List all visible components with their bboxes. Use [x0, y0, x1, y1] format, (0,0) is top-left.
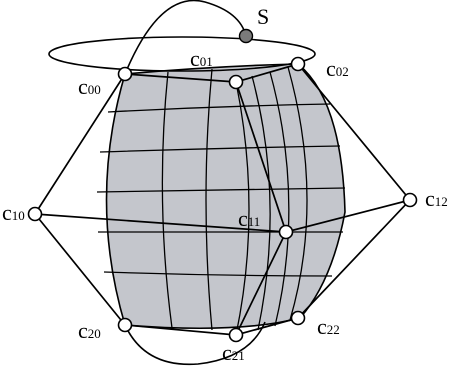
surface-patch: [105, 63, 346, 330]
grid-row-1: [107, 103, 331, 113]
grid-col-6: [287, 66, 308, 321]
control-point-c21: [228, 327, 244, 343]
label-c21: c21: [222, 340, 245, 365]
grid-col-1: [161, 71, 173, 329]
label-c10: c10: [2, 200, 25, 225]
grid-row-2: [99, 145, 341, 153]
label-c20: c20: [78, 318, 101, 343]
grid-row-5: [103, 271, 333, 277]
label-c00: c00: [78, 74, 101, 99]
control-point-c01: [228, 74, 244, 90]
label-c12: c12: [425, 186, 448, 211]
horizontal-circle: [48, 36, 316, 72]
great-circle-upper-arc: [124, 0, 247, 75]
control-point-c20: [117, 317, 133, 333]
grid-col-2: [205, 68, 213, 331]
control-points: [27, 56, 418, 343]
control-point-c22: [290, 310, 306, 326]
grid-col-4: [251, 75, 271, 331]
patch-grid-columns: [161, 66, 308, 336]
label-c11: c11: [238, 206, 260, 231]
patch-grid-rows: [96, 103, 346, 277]
control-point-c11: [278, 224, 294, 240]
great-circle-lower-arc: [124, 321, 266, 366]
label-c02: c02: [326, 56, 349, 81]
label-c22: c22: [317, 314, 340, 339]
grid-col-3: [235, 81, 250, 336]
grid-row-3: [96, 187, 346, 193]
apex-label: S: [257, 4, 269, 29]
apex-point: [238, 28, 254, 44]
control-point-c10: [27, 206, 43, 222]
control-point-c02: [290, 56, 306, 72]
control-point-c12: [402, 192, 418, 208]
label-c01: c01: [190, 46, 213, 71]
grid-col-5: [269, 71, 290, 327]
control-point-c00: [117, 66, 133, 82]
